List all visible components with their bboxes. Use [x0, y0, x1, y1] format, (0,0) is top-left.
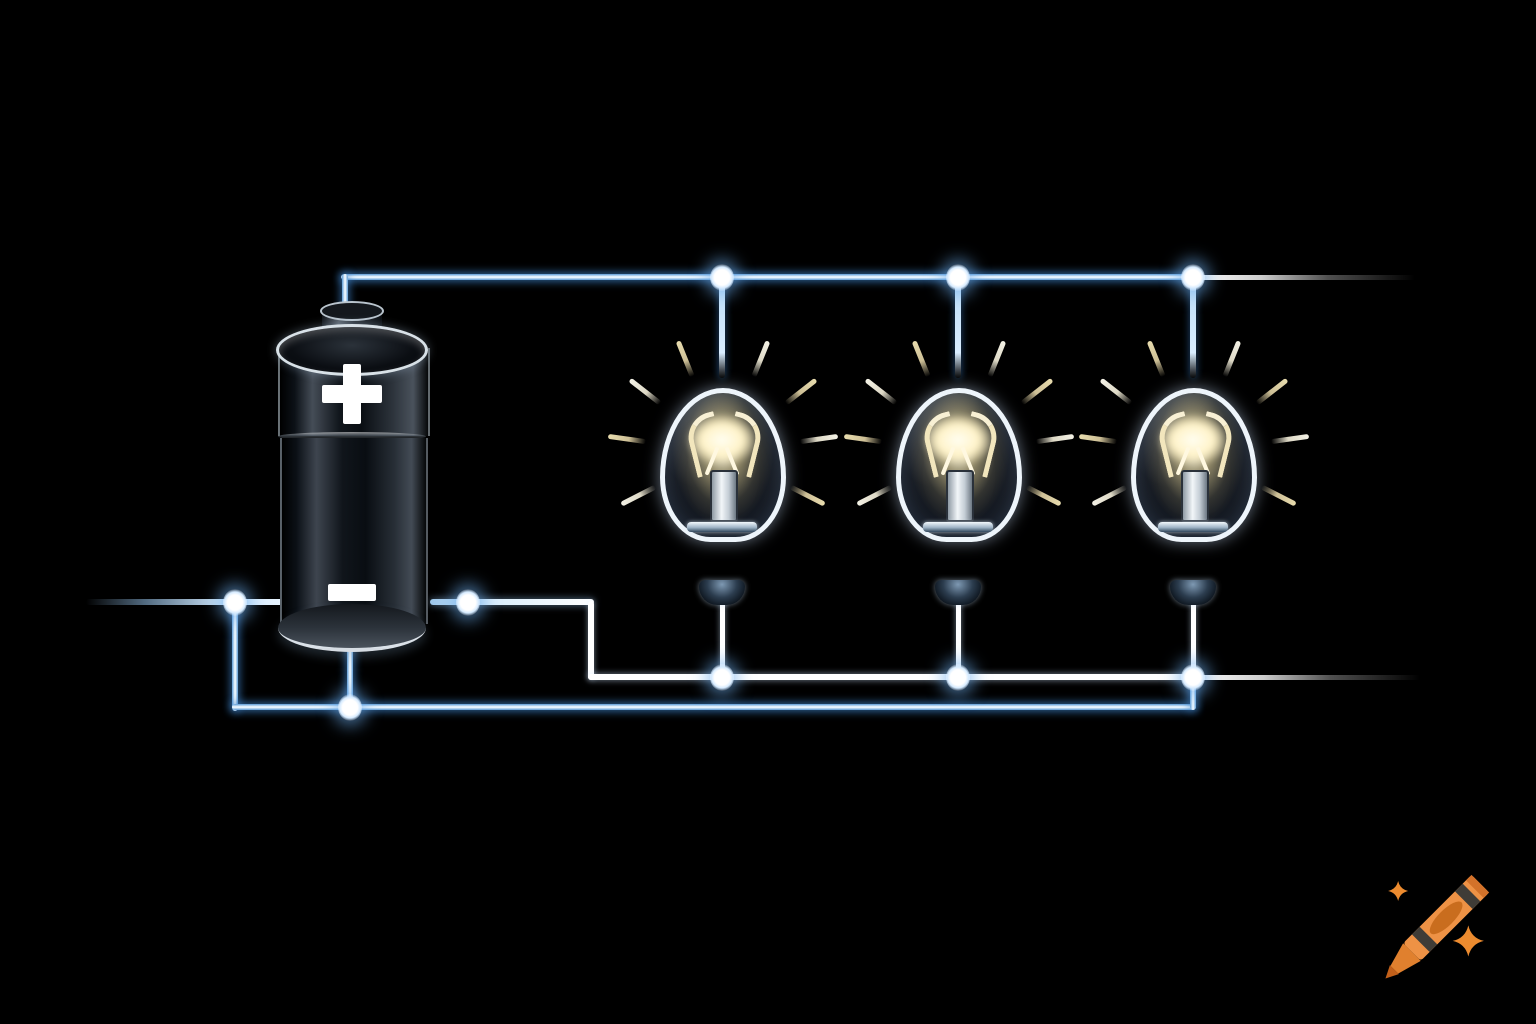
- top-rail-wire: [341, 274, 1196, 280]
- light-ray: [911, 340, 931, 378]
- light-ray: [1091, 484, 1128, 507]
- crayon-icon: [1385, 874, 1490, 979]
- light-ray: [1099, 377, 1133, 406]
- top-rail-fade: [1196, 275, 1415, 280]
- bulb3-bottom-wire: [1191, 598, 1196, 680]
- light-ray: [1025, 484, 1062, 507]
- light-ray: [864, 377, 898, 406]
- light-ray: [799, 433, 839, 445]
- light-ray: [607, 433, 647, 445]
- bulb-contact-tip: [935, 580, 981, 605]
- filament-glow: [686, 414, 758, 466]
- filament-glow: [922, 414, 994, 466]
- light-ray: [1270, 433, 1310, 445]
- bottom-rail-fade: [1196, 675, 1420, 680]
- light-ray: [1035, 433, 1075, 445]
- light-ray: [987, 340, 1007, 378]
- step-down-wire: [588, 601, 594, 680]
- crayon-logo-watermark: [1356, 852, 1512, 1008]
- bulb1-bottom-wire: [720, 598, 725, 680]
- battery-negative-lead-wire: [430, 599, 594, 605]
- light-ray: [620, 484, 657, 507]
- return-loop-right-riser-wire: [1190, 677, 1196, 710]
- light-ray: [751, 340, 771, 378]
- battery-bottom-stub-wire: [347, 640, 353, 708]
- junction-dot: [1181, 264, 1205, 291]
- junction-dot: [946, 264, 970, 291]
- bulb2-bottom-wire: [956, 598, 961, 680]
- light-ray: [675, 340, 695, 378]
- junction-dot: [223, 589, 247, 616]
- bottom-rail-wire: [588, 674, 1196, 680]
- bulb-contact-tip: [699, 580, 745, 605]
- bulb1-top-wire: [719, 277, 725, 378]
- bulb-stem: [946, 470, 974, 522]
- light-ray: [856, 484, 893, 507]
- light-ray: [1020, 377, 1054, 406]
- bulb-collar: [923, 522, 993, 532]
- bulb-stem: [1181, 470, 1209, 522]
- left-feed-wire: [86, 599, 284, 605]
- battery-terminal-cap: [320, 301, 384, 336]
- filament-glow: [1157, 414, 1229, 466]
- battery: [276, 301, 430, 652]
- light-ray: [1078, 433, 1118, 445]
- sparkle-icon: [1452, 925, 1484, 957]
- light-ray: [1146, 340, 1166, 378]
- light-ray: [1222, 340, 1242, 378]
- light-ray: [1260, 484, 1297, 507]
- light-ray: [843, 433, 883, 445]
- bulb2-top-wire: [955, 277, 961, 378]
- bulb3-top-wire: [1190, 277, 1196, 378]
- bulb-contact-tip: [1170, 580, 1216, 605]
- sparkle-icon: [1388, 881, 1409, 901]
- light-ray: [1255, 377, 1289, 406]
- bulb-collar: [687, 522, 757, 532]
- light-ray: [628, 377, 662, 406]
- battery-bottom-rim: [278, 604, 426, 652]
- return-loop-bottom-wire: [232, 704, 1196, 710]
- junction-dot: [710, 264, 734, 291]
- battery-positive-lead-wire: [342, 274, 348, 314]
- bulb-screw-base: [1151, 532, 1236, 582]
- junction-dot: [946, 664, 970, 691]
- bulb-stem: [710, 470, 738, 522]
- battery-plus-symbol: [322, 364, 382, 424]
- bulb-screw-base: [916, 532, 1001, 582]
- bulb-collar: [1158, 522, 1228, 532]
- junction-dot: [1181, 664, 1205, 691]
- light-ray: [784, 377, 818, 406]
- junction-dot: [338, 694, 362, 721]
- bulb-screw-base: [680, 532, 765, 582]
- junction-dot: [710, 664, 734, 691]
- return-loop-left-wire: [232, 602, 238, 711]
- battery-minus-symbol: [328, 584, 376, 601]
- battery-seam: [278, 432, 426, 441]
- junction-dot: [456, 589, 480, 616]
- light-ray: [789, 484, 826, 507]
